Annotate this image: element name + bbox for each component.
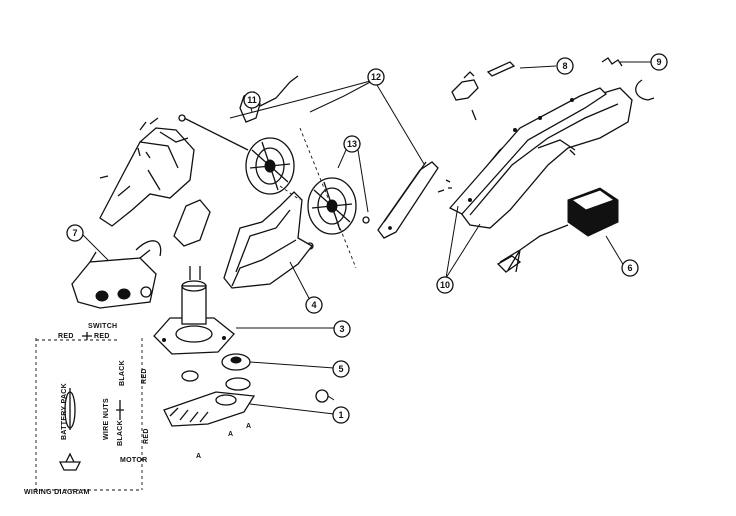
label-red-left: RED bbox=[58, 333, 74, 340]
gear-set bbox=[181, 353, 251, 391]
label-red-right: RED bbox=[94, 333, 110, 340]
leader-lines bbox=[81, 61, 652, 415]
wiring-labels: SWITCH RED RED BATTERY PACK WIRE NUTS BL… bbox=[24, 323, 150, 496]
wiring-diagram bbox=[35, 332, 143, 491]
reference-letters: A A A bbox=[196, 423, 251, 460]
callout-10: 10 bbox=[440, 280, 450, 290]
label-red-top: RED bbox=[141, 368, 148, 384]
axle bbox=[178, 75, 370, 250]
switch-part bbox=[451, 61, 516, 121]
callout-7: 7 bbox=[72, 228, 77, 238]
callout-8: 8 bbox=[562, 61, 567, 71]
letter-a-1: A bbox=[228, 431, 233, 438]
label-wire-nuts: WIRE NUTS bbox=[103, 398, 110, 440]
callout-6: 6 bbox=[627, 263, 632, 273]
callout-12: 12 bbox=[371, 72, 381, 82]
wheel-right bbox=[307, 177, 357, 235]
callout-11: 11 bbox=[247, 95, 257, 105]
extension-tube bbox=[377, 161, 439, 239]
callout-markers: 1 3 4 5 6 7 8 9 10 11 12 13 bbox=[66, 53, 668, 424]
letter-a-3: A bbox=[196, 453, 201, 460]
frame-bracket bbox=[99, 117, 195, 227]
motor-housing bbox=[153, 266, 235, 355]
callout-1: 1 bbox=[338, 410, 343, 420]
label-motor: MOTOR bbox=[120, 457, 147, 464]
callout-13: 13 bbox=[347, 139, 357, 149]
cover-piece bbox=[173, 199, 211, 247]
battery-pack bbox=[71, 240, 162, 309]
handle-assembly bbox=[437, 87, 633, 229]
deflector-shield bbox=[223, 191, 313, 289]
label-wiring-diagram: WIRING DIAGRAM bbox=[24, 489, 90, 496]
blade-assembly bbox=[163, 389, 329, 427]
callout-4: 4 bbox=[311, 300, 316, 310]
label-black-top: BLACK bbox=[119, 360, 126, 386]
wheel-left bbox=[245, 137, 295, 195]
label-black-bottom: BLACK bbox=[117, 420, 124, 446]
letter-a-2: A bbox=[246, 423, 251, 430]
label-red-bottom: RED bbox=[143, 428, 150, 444]
label-battery-pack: BATTERY PACK bbox=[61, 383, 68, 440]
spring-part bbox=[601, 57, 655, 101]
callout-3: 3 bbox=[339, 324, 344, 334]
callout-5: 5 bbox=[338, 364, 343, 374]
charger bbox=[496, 187, 619, 273]
label-switch: SWITCH bbox=[88, 323, 117, 330]
callout-9: 9 bbox=[656, 57, 661, 67]
